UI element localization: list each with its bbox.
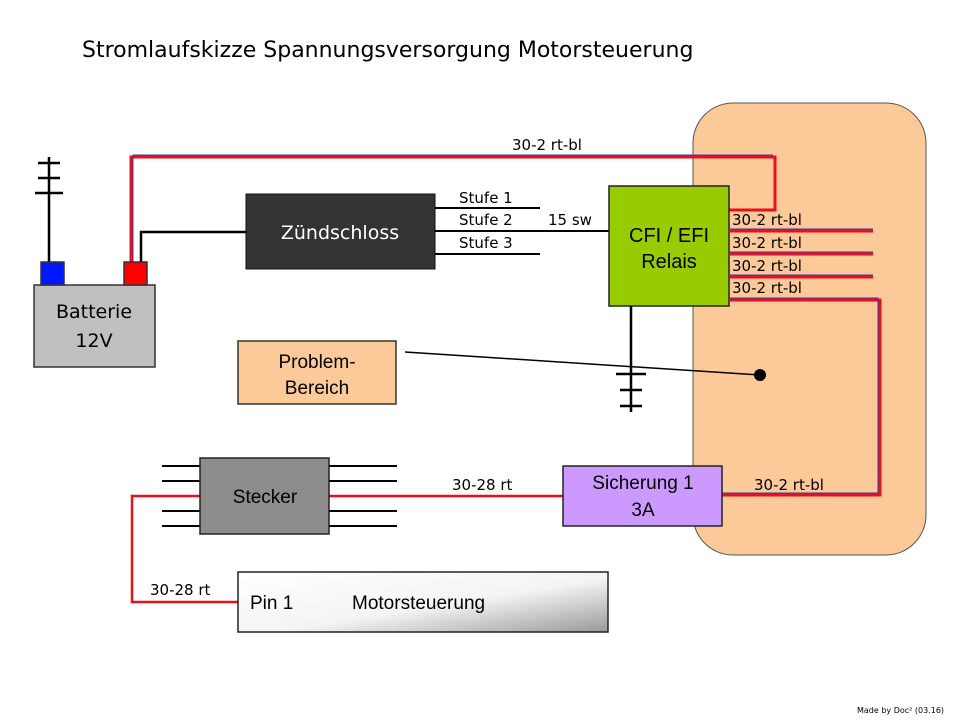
wire-label-fuse-feed: 30-2 rt-bl: [754, 476, 824, 494]
diagram-title: Stromlaufskizze Spannungsversorgung Moto…: [82, 38, 693, 63]
ignition-switch-label: Zündschloss: [281, 222, 399, 244]
wire-label-relay-output-1: 30-2 rt-bl: [732, 211, 802, 229]
relay: [608, 185, 730, 307]
ignition-output-stufe-3: Stufe 3: [459, 234, 513, 252]
ignition-output-stufe-1: Stufe 1: [459, 189, 513, 207]
wire-label-top-feed: 30-2 rt-bl: [512, 136, 582, 154]
fuse-label-line1: Sicherung 1: [592, 473, 693, 494]
wire-label-ignition-to-relay: 15 sw: [548, 211, 592, 229]
problem-area-label-line1: Problem-: [278, 352, 355, 373]
ground-symbol-relay: [616, 306, 646, 412]
problem-area-label-line2: Bereich: [285, 378, 349, 399]
wire-label-relay-output-4: 30-2 rt-bl: [732, 279, 802, 297]
ignition-output-wires: [435, 207, 609, 255]
problem-pointer-dot: [754, 369, 766, 381]
ecu-pin-label: Pin 1: [250, 593, 293, 614]
wire-top-feed: [129, 154, 777, 263]
battery-label-line1: Batterie: [56, 301, 132, 323]
relay-label-line1: CFI / EFI: [629, 225, 709, 247]
connector-pins: [162, 465, 397, 527]
connector-label: Stecker: [233, 487, 298, 508]
battery-positive-terminal: [123, 261, 148, 286]
battery: [33, 284, 156, 368]
wire-label-fuse-to-connector: 30-28 rt: [452, 476, 513, 494]
problem-area-box: [237, 340, 397, 405]
relay-label-line2: Relais: [641, 251, 697, 273]
relay-output-wires: [722, 228, 882, 497]
battery-negative-terminal: [40, 261, 65, 286]
footer-credit: Made by Doc² (03.16): [857, 706, 944, 715]
battery-label-line2: 12V: [75, 330, 112, 352]
fuse: [562, 465, 723, 527]
wire-fuse-to-ecu: [130, 494, 563, 604]
wire-battery-to-ignition: [139, 230, 246, 263]
fuse-label-line2: 3A: [631, 500, 655, 521]
problem-zone: [692, 102, 927, 556]
wire-label-relay-output-3: 30-2 rt-bl: [732, 257, 802, 275]
connector: [199, 457, 330, 535]
wire-label-connector-to-ecu: 30-28 rt: [150, 581, 211, 599]
ecu-label: Motorsteuerung: [352, 593, 485, 614]
engine-control-unit: [237, 571, 609, 633]
ground-symbol-battery: [35, 157, 63, 263]
wire-label-relay-output-2: 30-2 rt-bl: [732, 234, 802, 252]
ignition-output-stufe-2: Stufe 2: [459, 211, 513, 229]
problem-pointer-line: [404, 351, 761, 376]
